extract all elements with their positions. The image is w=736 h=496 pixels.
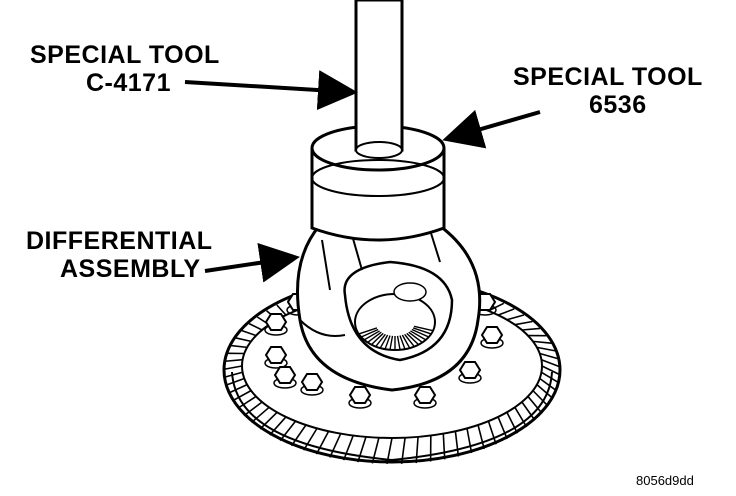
pinion-tooth [404,333,415,347]
gear-tooth [302,427,318,451]
label-tool-c4171-line1: SPECIAL TOOL [30,41,220,69]
gear-tooth [536,346,556,352]
gear-tooth [532,390,549,407]
pinion-tooth [360,328,379,338]
gear-tooth [237,395,257,410]
pinion-tooth [412,327,432,335]
label-differential-line1: DIFFERENTIAL [26,227,213,255]
gear-tooth [357,436,367,463]
pinion-tooth [363,330,380,341]
pinion-tooth [411,328,430,338]
gear-tooth [235,337,252,343]
gear-tooth [276,304,287,316]
gear-tooth [224,371,243,379]
gear-tooth [514,406,528,428]
gear-tooth [506,411,519,434]
gear-tooth [269,416,287,436]
gear-tooth [442,433,446,460]
gear-tooth [279,420,297,442]
bolt-head [458,361,482,384]
label-tool-c4171-line2: C-4171 [86,69,171,97]
gear-tooth [532,340,552,344]
pinion-tooth [396,335,401,350]
bolt-head [300,373,324,396]
gear-tooth [241,329,257,337]
pinion-tooth [406,332,419,346]
pinion-tooth [375,333,386,347]
gear-tooth [231,344,248,349]
pinion-tooth [358,327,378,335]
gear-tooth [225,358,243,363]
leader-arrows [184,70,541,283]
gear-tooth [243,401,263,417]
gear-tooth [228,383,248,394]
figure-code: 8056d9dd [636,473,694,488]
gear-tooth [541,371,560,384]
special-tool-c4171 [354,0,404,159]
bolt-head [273,366,297,389]
special-tool-6536 [310,124,446,242]
differential-case [296,223,482,392]
gear-tooth [487,420,497,445]
label-differential-line2: ASSEMBLY [60,255,201,283]
gear-tooth [527,395,543,414]
pinion-tooth [408,331,423,343]
label-tool-6536-line2: 6536 [589,91,647,119]
gear-tooth [223,365,243,371]
gear-tooth [541,358,561,368]
gear-tooth [497,308,515,316]
gear-tooth [477,424,485,450]
gear-tooth [497,416,508,440]
gear-tooth [514,320,533,326]
pinion-tooth [401,334,411,349]
arrow-differential [204,242,300,283]
gear-tooth [541,365,561,376]
bolt-head [264,313,288,336]
gear-tooth [521,401,536,421]
label-tool-6536-line1: SPECIAL TOOL [513,63,703,91]
pinion-tooth [371,332,384,346]
gear-tooth [454,431,460,457]
pinion-tooth [384,335,391,350]
bolt-head [480,326,504,349]
gear-tooth [415,436,419,464]
pinion-tooth [389,335,394,350]
gear-tooth [315,430,330,455]
gear-tooth [290,424,307,447]
gear-tooth [232,389,252,402]
gear-tooth [536,384,554,400]
bolt-head [348,386,372,409]
bolt-head [264,346,288,369]
gear-tooth [259,411,278,430]
gear-tooth [342,435,354,461]
pinion-tooth [410,330,427,341]
gear-tooth [225,377,245,387]
arrow-tool-c4171 [184,70,358,111]
gear-tooth [466,428,473,454]
gear-tooth [371,437,380,464]
gear-tooth [539,377,557,392]
gear-tooth [506,314,525,321]
gear-tooth [251,406,270,424]
gear-tooth [521,327,541,331]
ring-gear-bolts [264,293,504,409]
arrow-tool-6536 [442,109,541,149]
pinion-tooth [379,334,389,349]
gear-tooth [329,433,342,458]
bolt-head [413,386,437,409]
gear-tooth [248,322,263,331]
pinion-tooth [399,335,406,350]
pinion-tooth [367,331,382,343]
gear-tooth [539,352,559,360]
pinion-tooth [413,325,434,332]
